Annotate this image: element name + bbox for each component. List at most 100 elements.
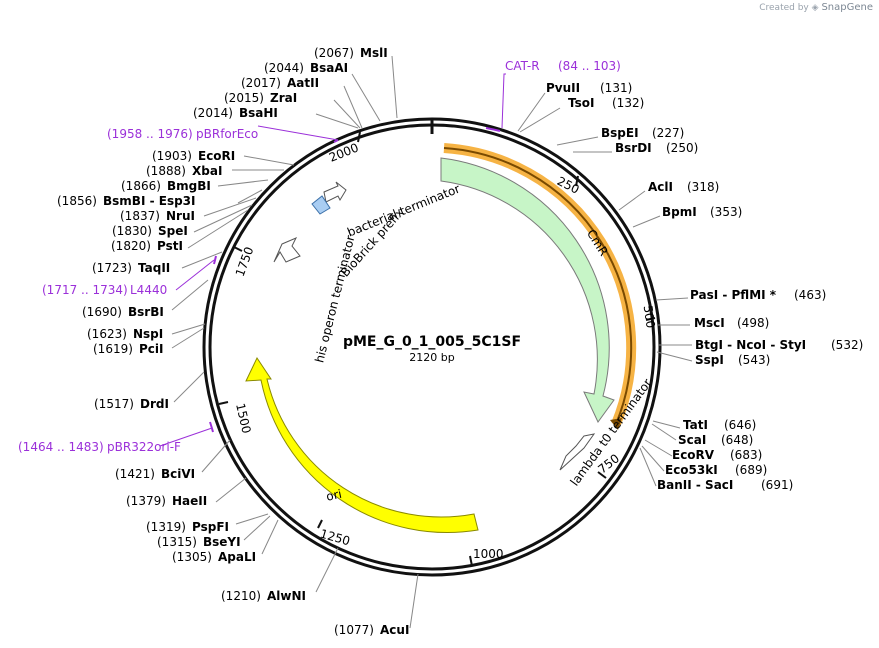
enzyme-name: BpmI [662,205,697,219]
snapgene-credit: Created by ◈ SnapGene [759,2,873,13]
enzyme-pos: (1837) [120,209,160,223]
primer-range: (1958 .. 1976) [107,127,193,141]
enzyme-name: ScaI [678,433,706,447]
enzyme-pos: (646) [724,418,756,432]
enzyme-pos: (2015) [224,91,264,105]
enzyme-pos: (1421) [115,467,155,481]
enzyme-pos: (1517) [94,397,134,411]
tick-marks [218,131,656,567]
primer-range: (1717 .. 1734) [42,283,128,297]
enzyme-pos: (1903) [152,149,192,163]
enzyme-pos: (250) [666,141,698,155]
primer-name: L4440 [130,283,167,297]
plasmid-name: pME_G_0_1_005_5C1SF [343,334,521,350]
enzyme-name: PvuII [546,81,580,95]
tick-label-500: 500 [641,304,658,329]
plasmid-length: 2120 bp [409,351,454,364]
enzyme-name: BsaHI [239,106,278,120]
feature-label-ori: ori [325,487,343,504]
enzyme-name: XbaI [192,164,222,178]
enzyme-name: EcoRI [198,149,235,163]
feature-label-lambda-t0: lambda t0 terminator [568,376,655,488]
enzyme-name: BsrDI [615,141,652,155]
feature-his-operon-arrow [273,237,301,263]
features [245,143,637,533]
enzyme-name: NspI [133,327,163,341]
enzyme-pos: (543) [738,353,770,367]
enzyme-pos: (1379) [126,494,166,508]
enzyme-name: AlwNI [267,589,306,603]
enzyme-name: TatI [683,418,708,432]
enzyme-name: PciI [139,342,164,356]
feature-biobrick-prefix-box [311,195,331,215]
enzyme-name: HaeII [172,494,207,508]
enzyme-pos: (648) [721,433,753,447]
enzyme-pos: (2044) [264,61,304,75]
enzyme-pos: (1319) [146,520,186,534]
primer-name: pBR322ori-F [107,440,181,454]
enzyme-name: AcuI [380,623,409,637]
enzyme-pos: (1619) [93,342,133,356]
enzyme-pos: (683) [730,448,762,462]
credit-brand: SnapGene [821,2,873,13]
enzyme-name: PspFI [192,520,229,534]
enzyme-name: AatII [287,76,319,90]
enzyme-name: SspI [695,353,724,367]
enzyme-name: BsaAI [310,61,348,75]
tick-label-1500: 1500 [233,402,254,435]
enzyme-name: MslI [360,46,388,60]
enzyme-name: ZraI [270,91,297,105]
feature-ori-arrow [245,356,479,533]
enzyme-name: BciVI [161,467,195,481]
feature-lambda-t0-arrow [559,433,596,471]
enzyme-name: DrdI [140,397,169,411]
enzyme-name: BanII - SacI [657,478,733,492]
enzyme-pos: (1305) [172,550,212,564]
enzyme-pos: (1690) [82,305,122,319]
enzyme-labels-right: PvuII (131) TsoI (132) BspEI (227) BsrDI… [546,81,863,492]
enzyme-name: PasI - PflMI * [690,288,777,302]
enzyme-name: BmgBI [167,179,211,193]
enzyme-name: Eco53kI [665,463,718,477]
enzyme-name: BtgI - NcoI - StyI [695,338,806,352]
enzyme-name: BsmBI - Esp3I [103,194,195,208]
feature-bacterial-terminator-arrow [323,181,347,203]
enzyme-name: BseYI [203,535,241,549]
tick-label-1750: 1750 [233,245,257,278]
primer-name: CAT-R [505,59,540,73]
feature-label-bacterial-terminator: bacterial terminator [345,182,462,240]
tick-label-1000: 1000 [473,547,504,561]
enzyme-pos: (689) [735,463,767,477]
enzyme-pos: (131) [600,81,632,95]
enzyme-name: MscI [694,316,725,330]
enzyme-pos: (1830) [112,224,152,238]
enzyme-pos: (132) [612,96,644,110]
primer-labels: CAT-R (84 .. 103) (1958 .. 1976) pBRforE… [18,59,621,454]
enzyme-pos: (691) [761,478,793,492]
primer-range: (1464 .. 1483) [18,440,104,454]
enzyme-name: ApaLI [218,550,256,564]
enzyme-pos: (2067) [314,46,354,60]
enzyme-pos: (1723) [92,261,132,275]
tick-label-2000: 2000 [327,140,361,164]
enzyme-pos: (1820) [111,239,151,253]
enzyme-pos: (353) [710,205,742,219]
plasmid-backbone [202,117,662,577]
enzyme-pos: (1866) [121,179,161,193]
enzyme-name: TsoI [568,96,594,110]
enzyme-pos: (2014) [193,106,233,120]
enzyme-pos: (463) [794,288,826,302]
enzyme-pos: (1077) [334,623,374,637]
enzyme-pos: (1210) [221,589,261,603]
credit-prefix: Created by [759,3,809,13]
primer-name: pBRforEco [196,127,258,141]
enzyme-name: PstI [157,239,183,253]
enzyme-pos: (532) [831,338,863,352]
enzyme-name: AclI [648,180,673,194]
enzyme-name: TaqII [138,261,170,275]
enzyme-name: SpeI [158,224,188,238]
primer-range: (84 .. 103) [558,59,621,73]
enzyme-pos: (1315) [157,535,197,549]
enzyme-pos: (318) [687,180,719,194]
